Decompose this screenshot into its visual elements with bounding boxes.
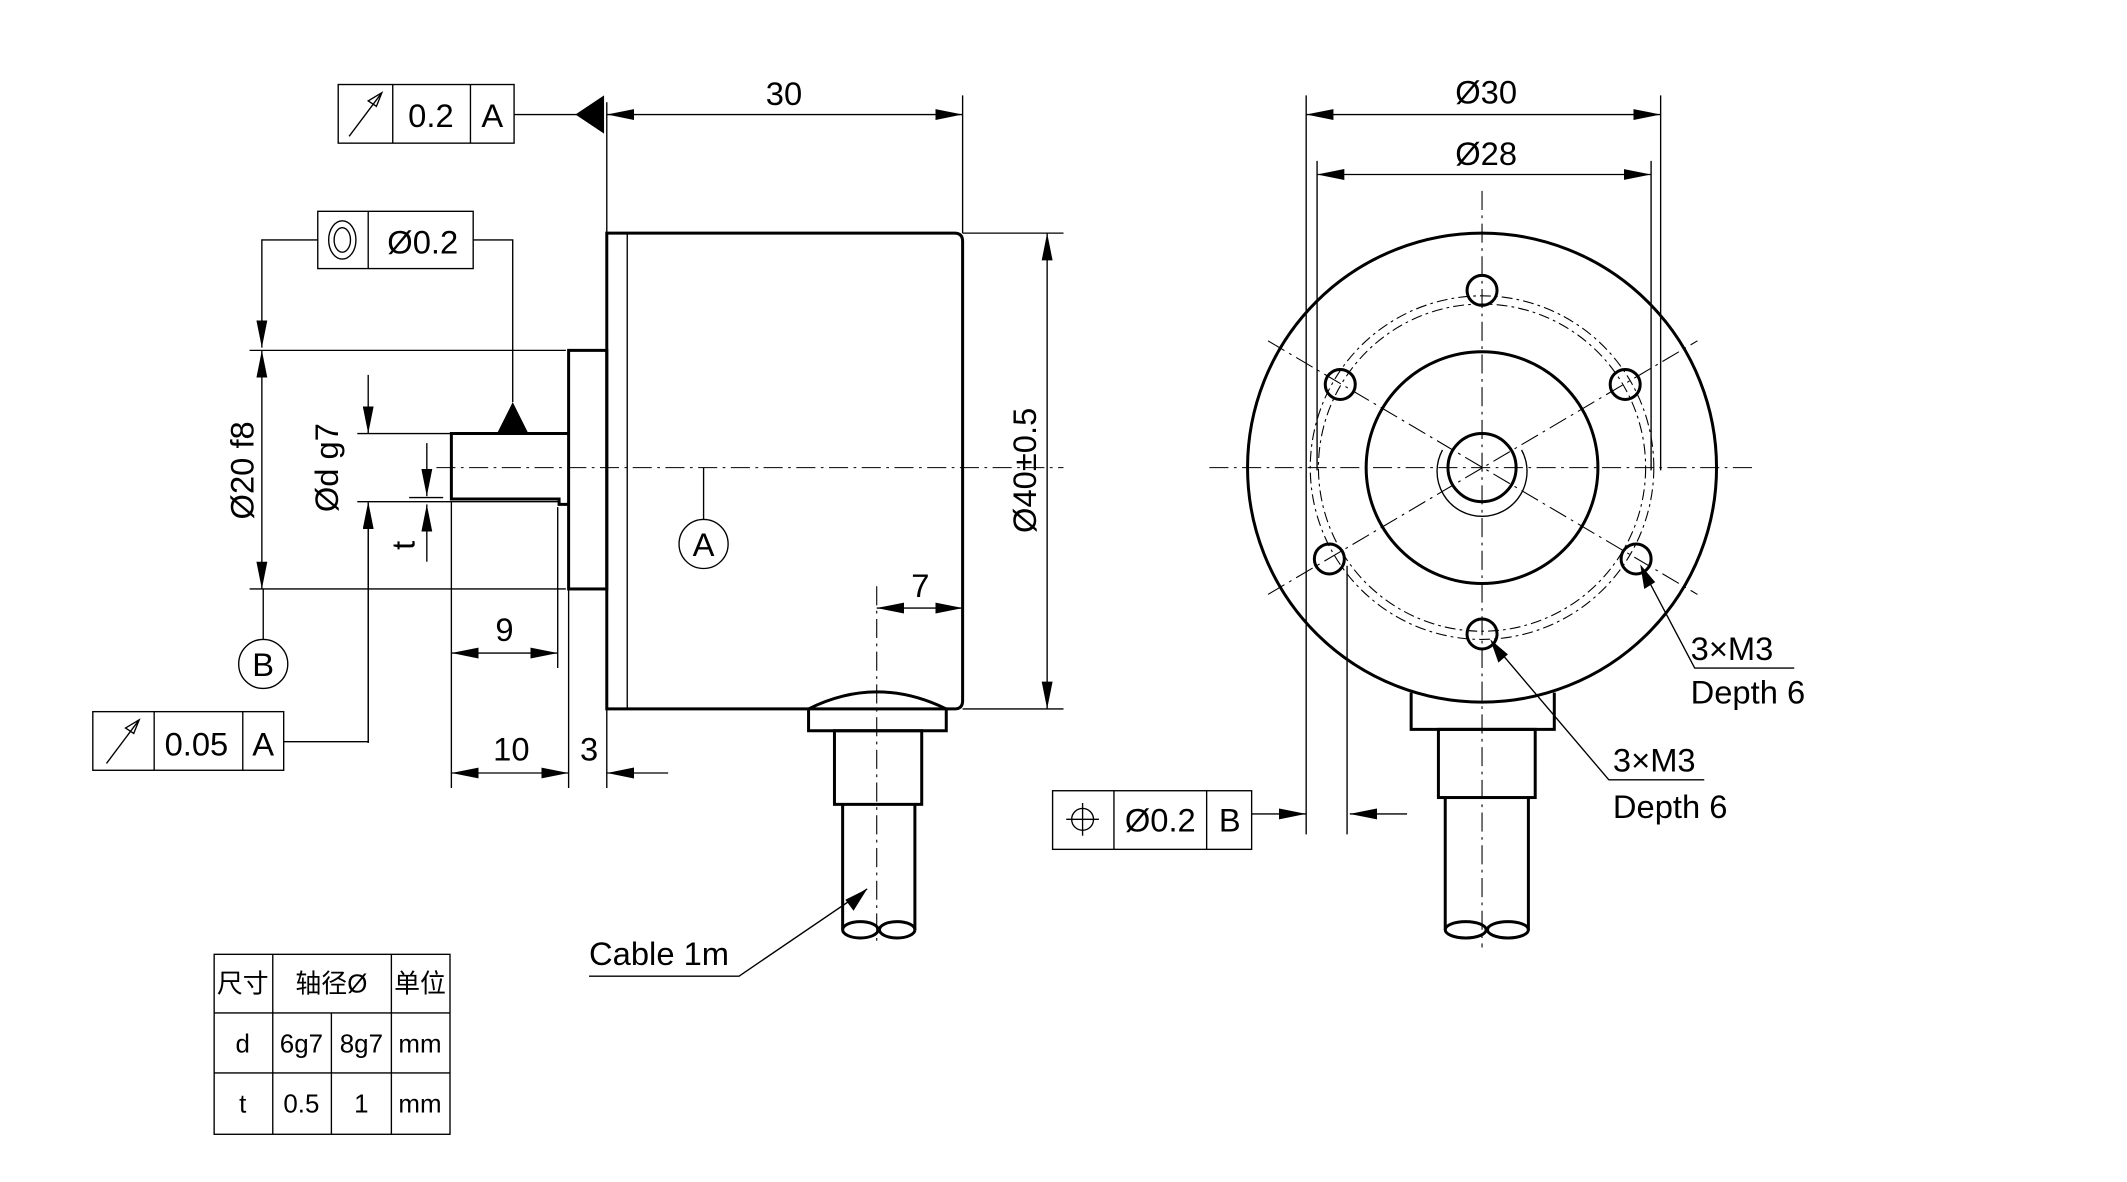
table-cell: 6g7: [280, 1030, 323, 1058]
table-cell: d: [236, 1030, 250, 1058]
tolerance-value: 0.2: [408, 97, 453, 134]
mounting-holes: [1312, 273, 1653, 651]
table-cell: mm: [398, 1090, 441, 1118]
table-header: 单位: [394, 969, 446, 998]
dim-length: 30: [766, 75, 802, 112]
datum-ref: A: [252, 725, 274, 762]
dim-t: t: [385, 541, 422, 550]
dim-3: 3: [580, 731, 598, 768]
datum-a: A: [693, 526, 715, 563]
position-icon: [1066, 802, 1099, 836]
hole-note-1-size: 3×M3: [1691, 630, 1774, 667]
table-cell: 1: [354, 1090, 368, 1118]
dim-outer-dia: Ø30: [1455, 74, 1517, 111]
tolerance-value: 0.05: [165, 725, 229, 762]
dim-inner-dia: Ø28: [1455, 135, 1517, 172]
front-view: Ø30 Ø28 3×M3 Depth 6 3×M3 Depth 6 Ø0.2 B: [1051, 74, 1806, 948]
runout-icon: [105, 718, 141, 764]
flange: [567, 348, 609, 591]
tolerance-value: Ø0.2: [1125, 802, 1196, 839]
table-cell: mm: [398, 1030, 441, 1058]
table-cell: 8g7: [340, 1030, 383, 1058]
encoder-body: [605, 231, 965, 711]
cable-gland: [807, 690, 948, 940]
table-header: 轴径Ø: [295, 969, 367, 998]
shaft-size-table: 尺寸 轴径Ø 单位 d 6g7 8g7 mm t 0.5 1 mm: [213, 953, 451, 1135]
concentricity-frame: Ø0.2: [256, 210, 528, 433]
runout-tolerance-frame-bottom: 0.05 A: [92, 504, 369, 771]
hole-note-2-size: 3×M3: [1613, 742, 1696, 779]
concentricity-icon: [327, 220, 357, 260]
runout-icon: [348, 91, 384, 137]
hole-note-2-depth: Depth 6: [1613, 788, 1728, 825]
shaft: [449, 432, 569, 506]
hole-note-1-depth: Depth 6: [1691, 673, 1806, 710]
datum-b: B: [252, 646, 274, 683]
dim-9: 9: [495, 611, 513, 648]
tolerance-value: Ø0.2: [387, 224, 458, 261]
dim-body-dia: Ø40±0.5: [1006, 408, 1043, 533]
table-cell: 0.5: [283, 1090, 319, 1118]
runout-tolerance-frame-top: 0.2 A: [337, 83, 605, 144]
dim-10: 10: [493, 731, 529, 768]
datum-a-circle: [678, 518, 729, 570]
dim-flange-dia: Ø20 f8: [224, 421, 261, 519]
table-cell: t: [239, 1090, 246, 1118]
datum-ref: B: [1219, 802, 1241, 839]
dim-shaft-dia: Ød g7: [308, 423, 345, 512]
datum-triangle: [575, 95, 605, 134]
table-header: 尺寸: [217, 969, 269, 998]
dim-7: 7: [911, 567, 929, 604]
cable-gland-front: [1409, 692, 1556, 940]
side-view: 30 0.2 A Ø0.2 Ø20 f8 B Ød g7 t 0.05: [92, 75, 1064, 977]
datum-b-circle: [238, 638, 289, 690]
position-tolerance-frame: Ø0.2 B: [1051, 565, 1408, 851]
datum-ref: A: [481, 97, 503, 134]
cable-label: Cable 1m: [589, 935, 729, 972]
